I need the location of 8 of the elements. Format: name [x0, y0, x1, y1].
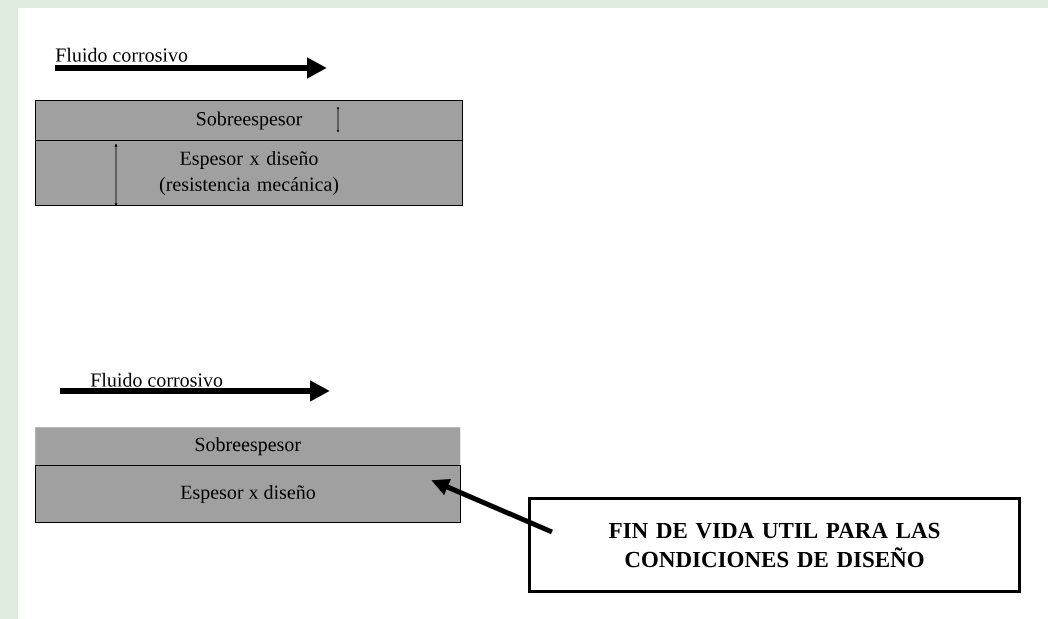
layer-box: Sobreespesor [35, 100, 463, 141]
callout-box: FIN DE VIDA UTIL PARA LAS CONDICIONES DE DISEÑO [528, 497, 1021, 593]
flow-label: Fluido corrosivo [90, 372, 223, 387]
node-label: Sobreespesor [195, 437, 301, 456]
layer-box: Espesor x diseño (resistencia mecánica) [35, 140, 463, 206]
flow-label: Fluido corrosivo [55, 47, 188, 62]
layer-box: Espesor x diseño [35, 465, 461, 523]
layer-box: Sobreespesor [35, 427, 461, 466]
